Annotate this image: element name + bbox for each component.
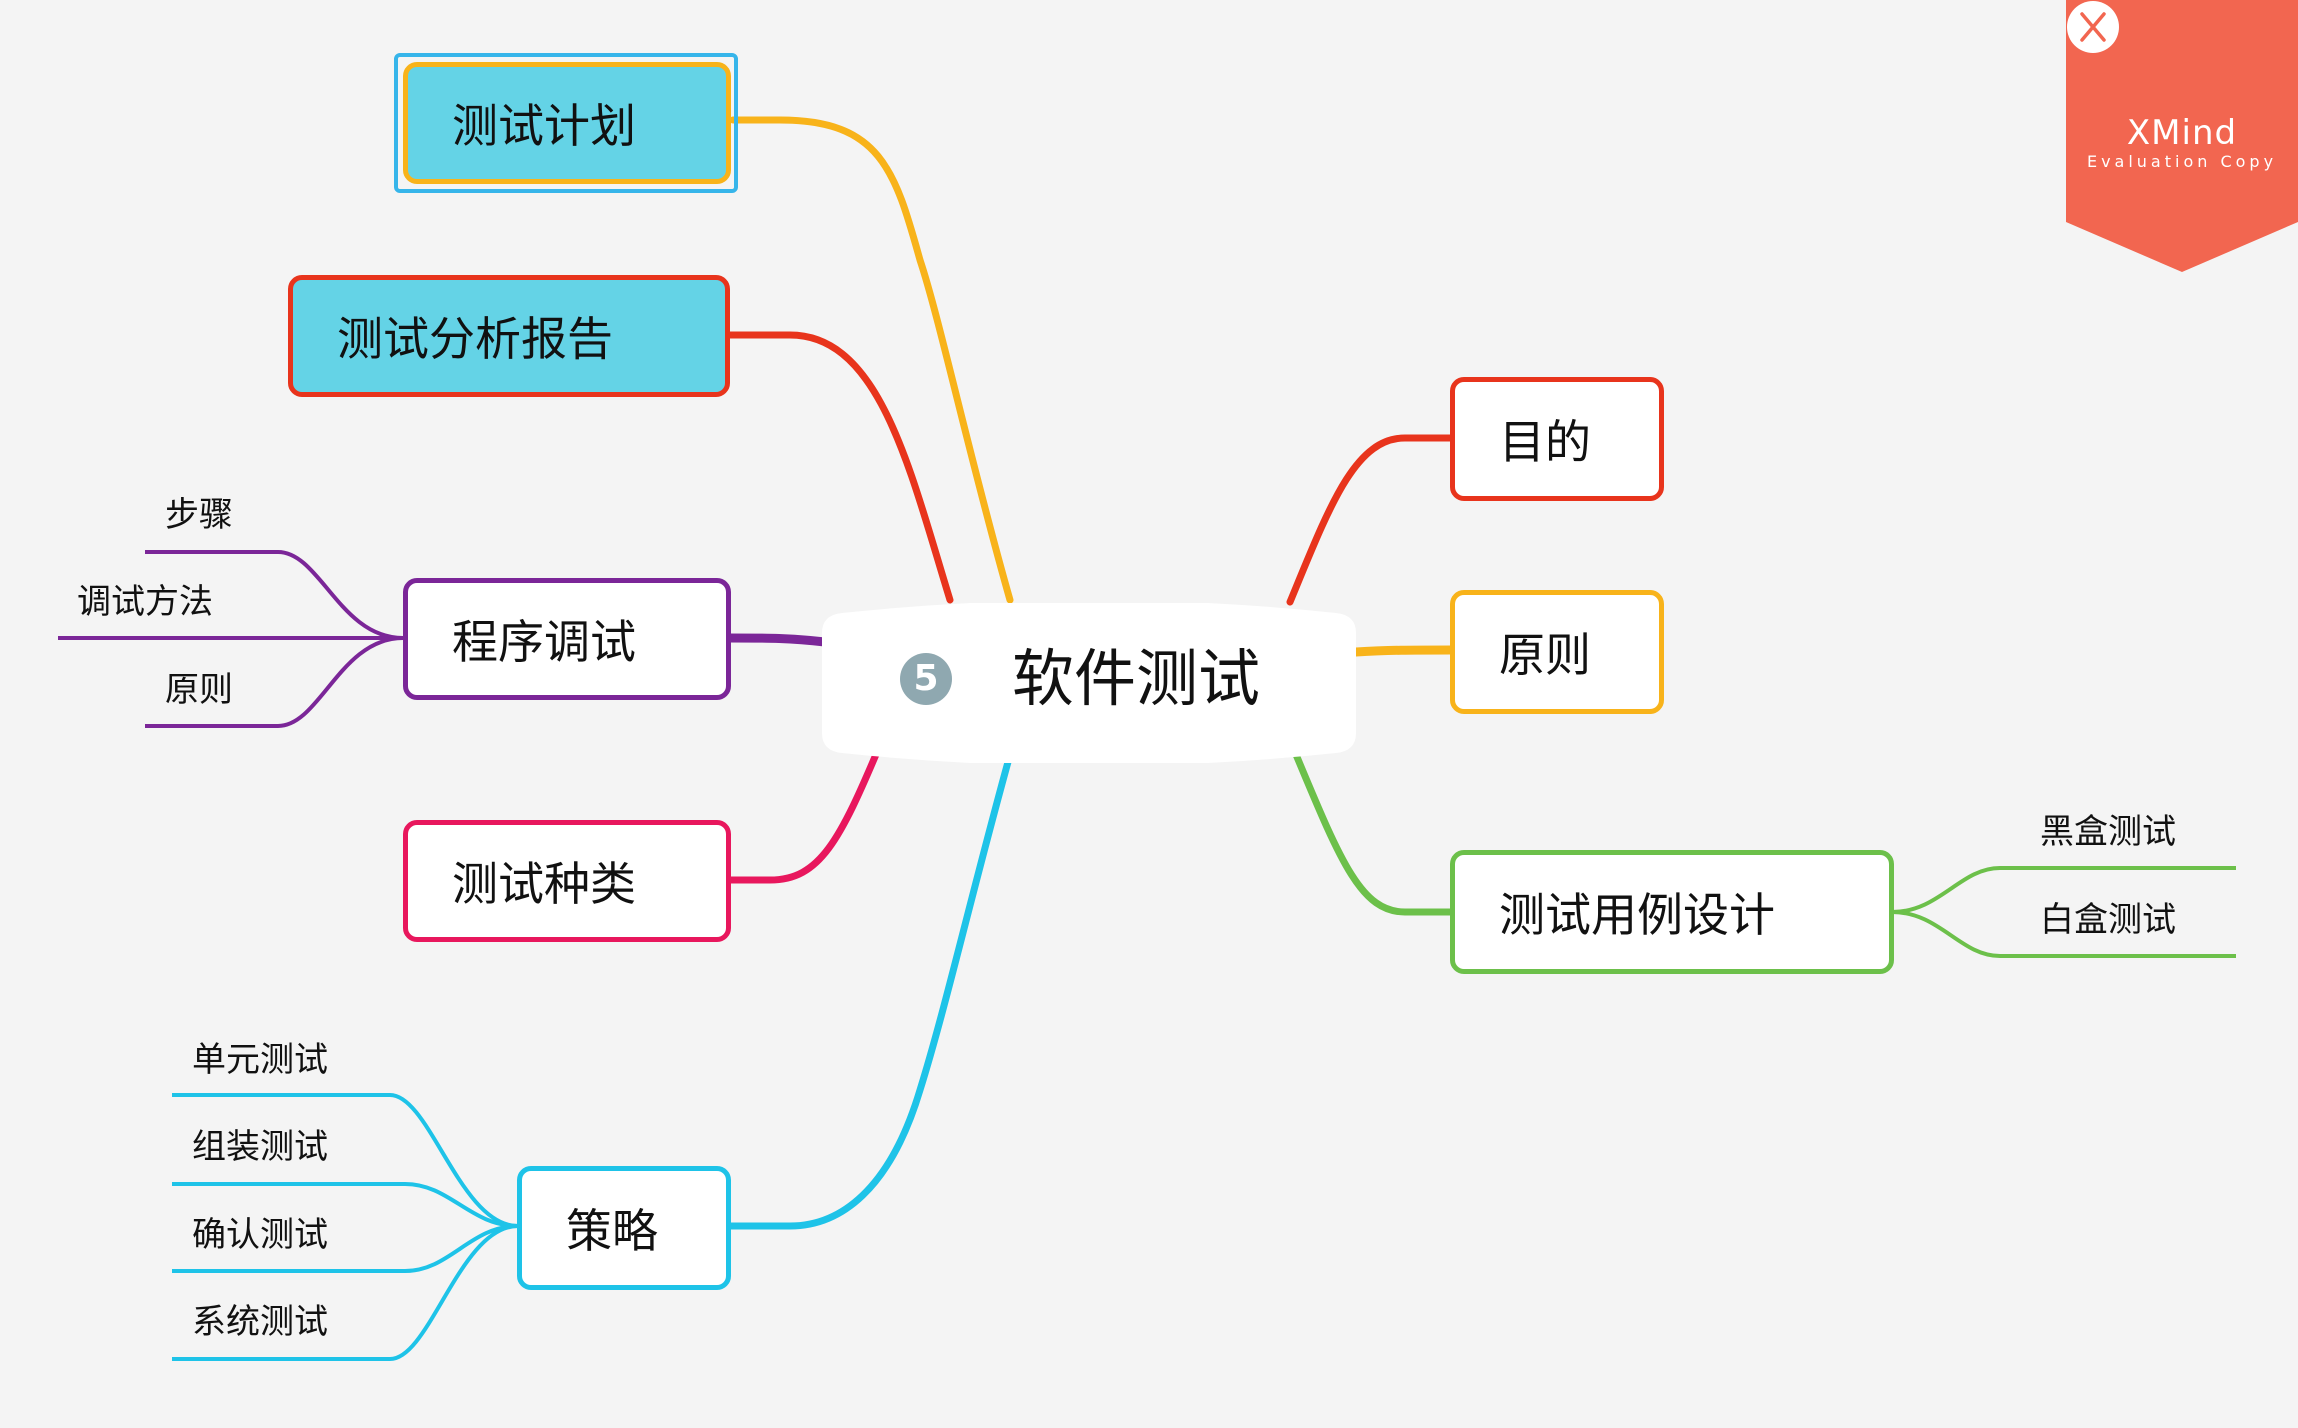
subtopic-system-test[interactable]: 系统测试 [192, 1302, 328, 1342]
topic-purpose[interactable]: 目的 [1450, 377, 1664, 501]
central-topic-title: 软件测试 [1012, 642, 1261, 715]
topic-label: 原则 [1499, 628, 1591, 682]
topic-strategy[interactable]: 策略 [517, 1166, 731, 1290]
watermark-ribbon [2066, 0, 2298, 272]
topic-label: 测试分析报告 [337, 312, 613, 366]
topic-test-kinds[interactable]: 测试种类 [403, 820, 731, 942]
xmind-logo-icon [2067, 1, 2119, 53]
link-casedesign [1288, 741, 1456, 916]
link-debug-3 [145, 636, 404, 728]
subtopic-white-box-test[interactable]: 白盒测试 [2040, 900, 2176, 940]
watermark-brand: XMind [2126, 113, 2238, 153]
link-strategy-1 [172, 1093, 519, 1228]
subtopic-black-box-test[interactable]: 黑盒测试 [2040, 812, 2176, 852]
link-report [724, 331, 954, 604]
link-principle [1351, 645, 1457, 657]
subtopic-debug-principle[interactable]: 原则 [165, 670, 233, 710]
watermark-subtitle: Evaluation Copy [2086, 152, 2278, 171]
subtopic-acceptance-test[interactable]: 确认测试 [192, 1215, 328, 1255]
topic-label: 测试用例设计 [1499, 888, 1775, 942]
topic-label: 测试计划 [452, 99, 636, 153]
link-debug-1 [145, 550, 404, 640]
xmind-watermark: XMind Evaluation Copy [2066, 0, 2298, 272]
topic-program-debug[interactable]: 程序调试 [403, 578, 731, 700]
link-casedesign-1 [1891, 866, 2236, 914]
subtopic-steps[interactable]: 步骤 [165, 495, 233, 535]
central-topic[interactable]: 5 软件测试 [822, 603, 1356, 763]
central-topic-shape [822, 603, 1356, 763]
link-strategy [724, 758, 1012, 1230]
topic-label: 程序调试 [452, 615, 636, 669]
link-strategy-2 [172, 1182, 519, 1228]
link-kinds [724, 741, 884, 884]
link-purpose [1286, 434, 1456, 606]
topic-label: 测试种类 [452, 857, 636, 911]
priority-badge: 5 [900, 653, 952, 705]
topic-test-analysis-report[interactable]: 测试分析报告 [288, 275, 730, 397]
subtopic-unit-test[interactable]: 单元测试 [192, 1040, 328, 1080]
link-plan [729, 116, 1014, 604]
link-strategy-4 [172, 1224, 519, 1361]
topic-principle[interactable]: 原则 [1450, 590, 1664, 714]
selection-frame [394, 53, 738, 193]
subtopic-integration-test[interactable]: 组装测试 [192, 1127, 328, 1167]
topic-test-plan[interactable]: 测试计划 [403, 62, 731, 184]
subtopic-debug-methods[interactable]: 调试方法 [77, 582, 213, 622]
topic-test-case-design[interactable]: 测试用例设计 [1450, 850, 1894, 974]
link-debug [723, 633, 830, 647]
link-casedesign-2 [1891, 910, 2236, 958]
topic-label: 目的 [1499, 415, 1591, 469]
topic-label: 策略 [566, 1204, 658, 1258]
